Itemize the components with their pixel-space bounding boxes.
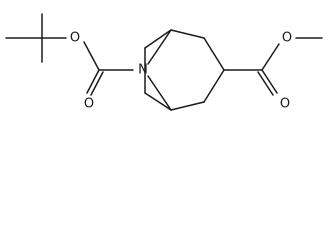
bond-ester-double-a <box>261 69 278 94</box>
bicyclic-core <box>144 29 225 111</box>
bond-n-to-bridgehead-bottom <box>147 75 172 111</box>
chemical-structure-diagram: O O N O O <box>5 13 323 112</box>
tert-butyl-group <box>5 13 67 63</box>
bond-n-to-bridgehead-top <box>147 29 172 65</box>
bond-carbonyl-double-a <box>86 69 100 94</box>
bond-ring-upper-2 <box>203 37 225 71</box>
boc-carbonyl-oxygen-label: O <box>84 97 94 112</box>
bond-ethano-bridge-top <box>144 29 172 49</box>
bond-ring-upper-1 <box>170 29 205 39</box>
bond-ring-lower-1 <box>203 69 225 103</box>
methyl-ester-oxygen-label: O <box>282 31 292 46</box>
bond-ring-lower-2 <box>170 101 205 111</box>
bond-ester-double-b <box>257 71 274 96</box>
methyl-ester-group <box>223 37 323 96</box>
boc-ester-oxygen-label: O <box>70 31 80 46</box>
boc-carbamate-group <box>83 41 134 96</box>
bond-ethano-bridge-bottom <box>144 92 172 111</box>
methyl-ester-carbonyl-oxygen-label: O <box>280 97 290 112</box>
bond-carbonyl-double-b <box>90 71 104 96</box>
bond-ester-carbonyl-to-oxygen <box>261 43 280 71</box>
bond-oxygen-to-carbonyl <box>83 41 100 71</box>
bridge-nitrogen-label: N <box>138 63 148 78</box>
